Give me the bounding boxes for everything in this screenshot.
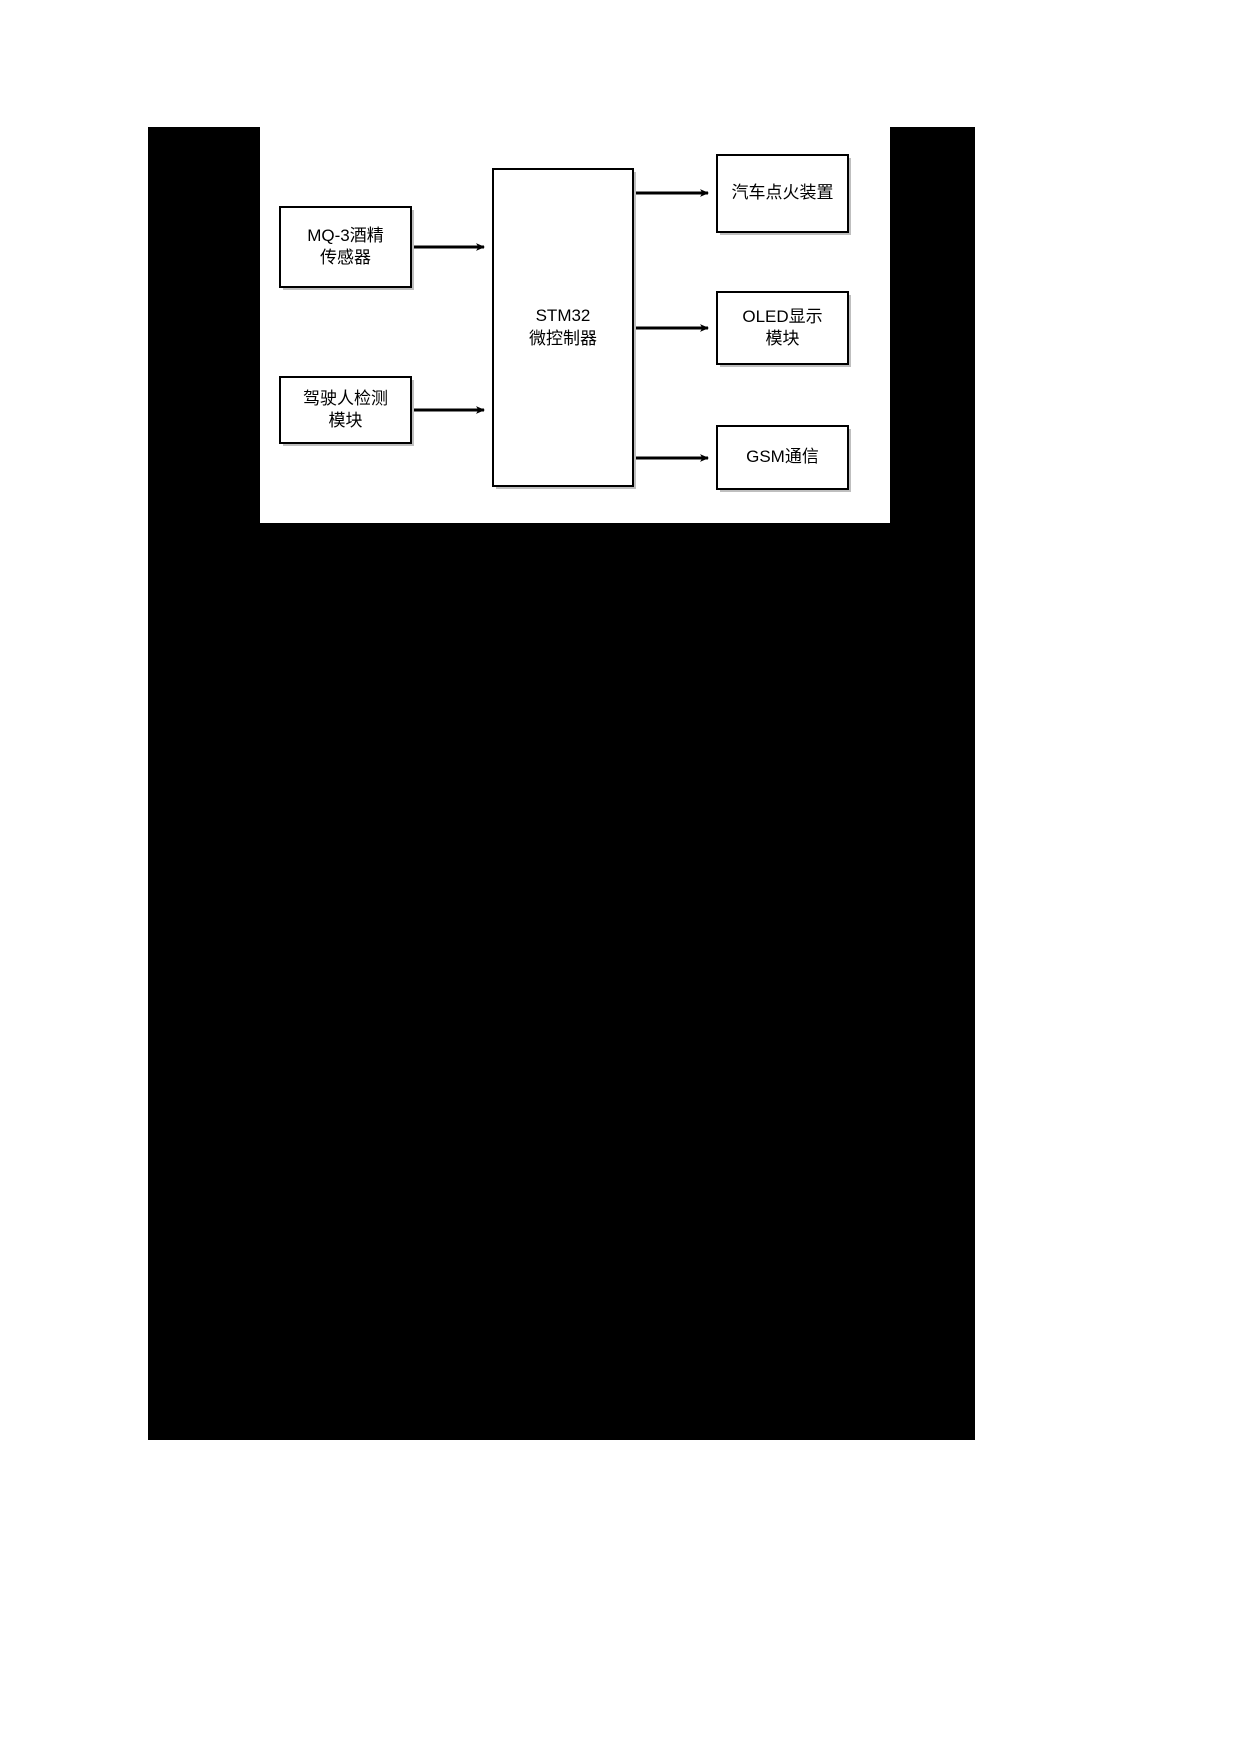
block-label-line: 模块	[765, 329, 800, 348]
block-label-line: 微控制器	[529, 328, 597, 348]
block-label-line: 汽车点火装置	[731, 183, 834, 203]
block-label-line: 模块	[328, 411, 363, 430]
block-car-ignition-device: 汽车点火装置	[716, 154, 849, 233]
block-label-line: 驾驶人检测	[303, 388, 388, 408]
block-label-line: OLED显示	[742, 306, 823, 326]
block-stm32-microcontroller: STM32 微控制器	[492, 168, 634, 487]
block-label-line: STM32	[535, 306, 591, 326]
block-oled-display-module: OLED显示 模块	[716, 291, 849, 365]
block-mq3-alcohol-sensor: MQ-3酒精 传感器	[279, 206, 412, 288]
block-label-line: 传感器	[320, 248, 371, 267]
block-driver-detection-module: 驾驶人检测 模块	[279, 376, 412, 444]
block-diagram: MQ-3酒精 传感器 驾驶人检测 模块 STM32 微控制器 汽车点火装置 OL…	[260, 127, 890, 523]
block-gsm-communication: GSM通信	[716, 425, 849, 490]
block-label-line: GSM通信	[746, 447, 819, 467]
block-label-line: MQ-3酒精	[307, 225, 384, 245]
